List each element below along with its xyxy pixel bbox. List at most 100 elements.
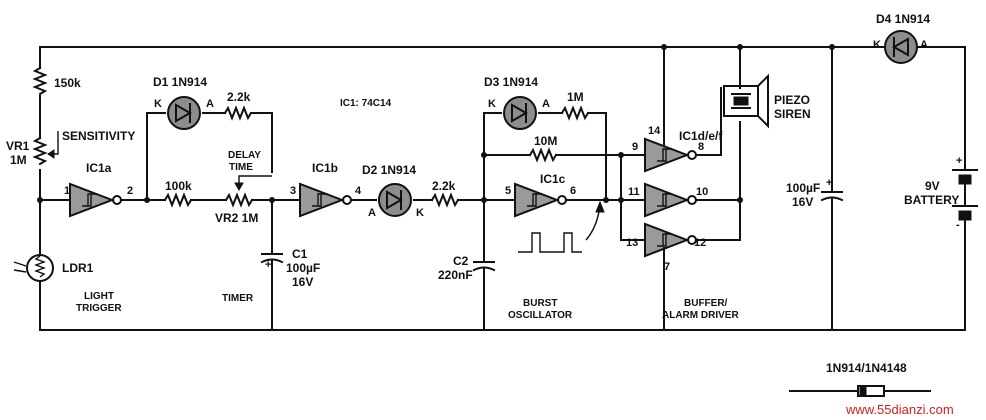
d2-cathode-mark: K [416,207,424,219]
junction-out-a [737,197,743,203]
label-2-2k-b: 2.2k [432,179,456,193]
buffer-ic1f [644,222,697,258]
pin-5: 5 [505,185,511,197]
capacitor-c2 [472,112,496,331]
c1-plus-mark: + [265,259,271,271]
label-c1-value: 100µF [286,261,320,275]
pin-13: 13 [626,237,638,249]
buffer-output-wires [695,121,741,241]
label-vr1: VR1 [6,139,30,153]
label-vr1-value: 1M [10,153,27,167]
pin-6: 6 [570,185,576,197]
label-sensitivity: SENSITIVITY [62,129,135,143]
pin-7: 7 [664,261,670,273]
label-ic-type: IC1: 74C14 [340,98,392,109]
battery-9v [952,46,978,331]
diode-d2 [378,183,412,217]
label-ic1def: IC1d/e/f [679,129,723,143]
label-d4: D4 1N914 [876,12,930,26]
d1-anode-mark: A [206,98,214,110]
junction-osc-out [603,197,609,203]
pin-2: 2 [127,185,133,197]
label-d1: D1 1N914 [153,75,207,89]
pin-8: 8 [698,141,704,153]
diode-d4 [884,30,918,64]
junction-bus-b [618,152,624,158]
junction-cap [829,44,835,50]
label-piezo: PIEZO [774,93,810,107]
label-c2-value: 220nF [438,268,473,282]
schmitt-inverter-ic1a [69,182,122,218]
label-ic1c: IC1c [540,172,566,186]
label-ic1b: IC1b [312,161,338,175]
potentiometer-vr2 [224,192,254,208]
burst-waveform [518,200,605,253]
label-diode-type: 1N914/1N4148 [826,361,907,375]
pin-1: 1 [64,185,70,197]
resistor-10m-path [483,147,646,163]
capacitor-c1 [260,199,284,331]
label-d3: D3 1N914 [484,75,538,89]
d1-cathode-mark: K [154,98,162,110]
resistor-2-2k-b [430,192,460,208]
d3-feedback-path [483,96,607,201]
label-battery: BATTERY [904,193,959,207]
label-alarm-driver: ALARM DRIVER [662,310,739,321]
label-time: TIME [229,162,253,173]
label-oscillator: OSCILLATOR [508,310,573,321]
label-c2: C2 [453,254,469,268]
d4-anode-mark: A [920,39,928,51]
label-burst: BURST [523,298,557,309]
vr2-wiper-wire [238,175,272,183]
cap-plus-mark: + [826,177,832,189]
label-cap-voltage: 16V [792,195,813,209]
capacitor-reservoir [820,46,844,331]
label-c1: C1 [292,247,308,261]
label-ic1a: IC1a [86,161,112,175]
label-siren: SIREN [774,107,811,121]
ldr-sensor [13,254,54,282]
piezo-siren [720,46,769,129]
d3-anode-mark: A [542,98,550,110]
battery-plus-mark: + [956,155,962,167]
label-1m: 1M [567,90,584,104]
junction-bus-a [618,197,624,203]
label-100k: 100k [165,179,192,193]
pin-10: 10 [696,186,708,198]
pin-12: 12 [694,237,706,249]
label-d2: D2 1N914 [362,163,416,177]
label-150k: 150k [54,76,81,90]
resistor-150k [32,66,48,96]
junction-vcc [661,44,667,50]
buffer-ic1e [644,182,697,218]
vr2-wiper [234,182,244,192]
label-light: LIGHT [84,291,114,302]
d4-cathode-mark: K [873,39,881,51]
pin-14: 14 [648,125,661,137]
label-buffer: BUFFER/ [684,298,728,309]
resistor-100k [163,192,193,208]
schmitt-inverter-ic1c [514,182,567,218]
potentiometer-vr1 [32,131,59,166]
label-ldr1: LDR1 [62,261,94,275]
battery-minus-mark: - [956,219,960,231]
pin-11: 11 [628,186,640,198]
label-2-2k-a: 2.2k [227,90,251,104]
diode-legend [789,385,931,397]
schmitt-inverter-ic1b [299,182,352,218]
label-cap-value: 100µF [786,181,820,195]
watermark: www.55dianzi.com [845,402,954,417]
label-10m: 10M [534,134,557,148]
label-timer: TIMER [222,293,254,304]
pin-4: 4 [355,185,362,197]
label-battery-voltage: 9V [925,179,940,193]
label-vr2: VR2 1M [215,211,258,225]
buffer-ic1d [644,137,697,173]
label-delay: DELAY [228,150,261,161]
junction-piezo [737,44,743,50]
label-c1-voltage: 16V [292,275,313,289]
d2-anode-mark: A [368,207,376,219]
d3-cathode-mark: K [488,98,496,110]
label-trigger: TRIGGER [76,303,122,314]
